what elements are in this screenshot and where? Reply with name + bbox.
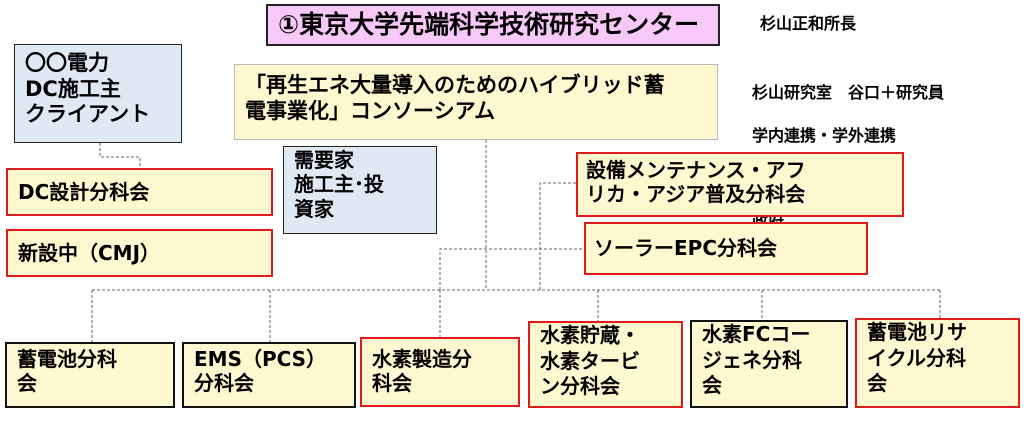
maintenance-committee-box: 設備メンテナンス・アフ リカ・アジア普及分科会 — [576, 152, 904, 217]
demand-client-line: 施工主･投 — [294, 172, 384, 197]
power-client-line: 〇〇電力 — [25, 51, 109, 75]
consortium-line: 電事業化」コンソーシアム — [245, 98, 496, 123]
title-text: ①東京大学先端科学技術研究センター — [278, 10, 700, 39]
battery-recycle-committee-line: 蓄電池リサ — [867, 320, 967, 344]
solar-epc-committee-label: ソーラーEPC分科会 — [594, 236, 777, 260]
maintenance-committee-line: 設備メンテナンス・アフ — [586, 158, 806, 182]
battery-committee-line: 会 — [17, 371, 37, 396]
hydrogen-storage-committee-line: ン分科会 — [540, 374, 620, 399]
demand-client-box: 需要家 施工主･投 資家 — [283, 146, 437, 234]
title-box: ①東京大学先端科学技術研究センター — [266, 4, 720, 46]
demand-client-line: 需要家 — [294, 148, 354, 172]
hydrogen-fc-committee-line: 会 — [702, 373, 722, 398]
hydrogen-storage-committee-line: 水素タービ — [540, 348, 640, 373]
dc-design-committee-box: DC設計分科会 — [6, 168, 273, 216]
hydrogen-production-committee-box: 水素製造分 科会 — [360, 337, 520, 407]
lab-info-line: 杉山研究室 谷口＋研究員 — [752, 82, 945, 102]
battery-recycle-committee-line: イクル分科 — [867, 345, 966, 370]
battery-recycle-committee-line: 会 — [867, 371, 887, 396]
battery-committee-line: 蓄電池分科 — [17, 347, 117, 371]
battery-committee-box: 蓄電池分科 会 — [5, 342, 175, 408]
hydrogen-fc-committee-line: ジェネ分科 — [702, 347, 802, 372]
hydrogen-fc-committee-box: 水素FCコー ジェネ分科 会 — [690, 320, 848, 408]
battery-recycle-committee-box: 蓄電池リサ イクル分科 会 — [855, 318, 1020, 408]
ems-committee-line: EMS（PCS） — [194, 347, 327, 371]
dc-design-committee-label: DC設計分科会 — [18, 180, 150, 204]
hydrogen-production-committee-line: 科会 — [372, 371, 412, 396]
lab-info-line: 学内連携・学外連携 — [752, 125, 897, 145]
consortium-line: 「再生エネ大量導入のためのハイブリッド蓄 — [245, 73, 665, 97]
hydrogen-storage-committee-line: 水素貯蔵・ — [540, 323, 640, 347]
director-label: 杉山正和所長 — [760, 14, 857, 33]
hydrogen-fc-committee-line: 水素FCコー — [702, 322, 811, 346]
new-construction-label: 新設中（CMJ） — [18, 241, 161, 265]
hydrogen-production-committee-line: 水素製造分 — [372, 347, 472, 371]
solar-epc-committee-box: ソーラーEPC分科会 — [584, 222, 868, 275]
power-client-line: クライアント — [25, 102, 151, 127]
hydrogen-storage-committee-box: 水素貯蔵・ 水素タービ ン分科会 — [528, 321, 683, 408]
consortium-box: 「再生エネ大量導入のためのハイブリッド蓄 電事業化」コンソーシアム — [234, 64, 718, 140]
power-client-line: DC施工主 — [25, 76, 121, 101]
ems-committee-box: EMS（PCS） 分科会 — [182, 342, 356, 408]
power-client-box: 〇〇電力 DC施工主 クライアント — [14, 44, 182, 143]
ems-committee-line: 分科会 — [194, 371, 254, 396]
demand-client-line: 資家 — [294, 196, 334, 221]
new-construction-box: 新設中（CMJ） — [6, 229, 273, 277]
maintenance-committee-line: リカ・アジア普及分科会 — [586, 182, 806, 207]
